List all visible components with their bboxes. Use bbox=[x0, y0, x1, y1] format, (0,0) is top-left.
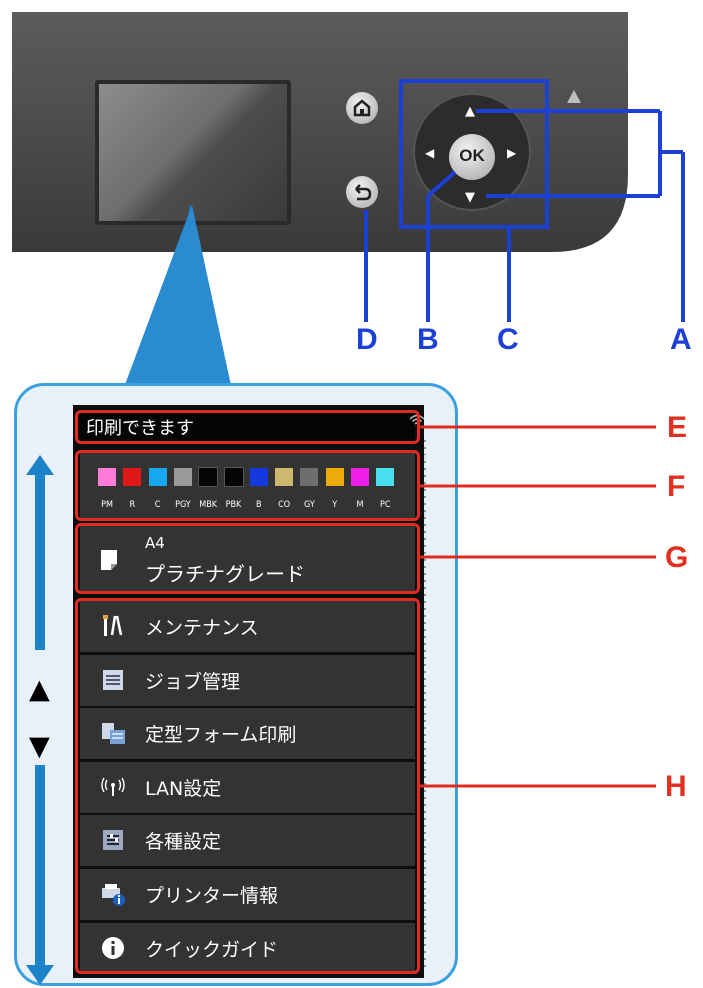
menu-item-4[interactable]: LAN設定 bbox=[80, 761, 415, 813]
ink-label: PGY bbox=[175, 500, 191, 510]
menu-item-2[interactable]: ジョブ管理 bbox=[80, 654, 415, 706]
ink-swatch-b bbox=[249, 468, 268, 486]
wifi-antenna-icon bbox=[100, 774, 126, 800]
panel-callout-lines bbox=[364, 79, 685, 322]
callout-g: G bbox=[665, 541, 689, 574]
menu-item-1[interactable]: メンテナンス bbox=[80, 601, 415, 652]
ink-swatch-co bbox=[275, 468, 294, 486]
ink-label: M bbox=[356, 500, 364, 510]
status-bar: 印刷できます bbox=[80, 410, 425, 443]
ok-button-label: OK bbox=[459, 146, 485, 165]
home-button[interactable] bbox=[346, 92, 378, 124]
settings-icon bbox=[100, 827, 126, 853]
ink-swatch-pbk bbox=[223, 467, 244, 487]
ink-swatch-r bbox=[123, 468, 142, 486]
callout-box-h bbox=[75, 598, 420, 974]
callout-a: A bbox=[670, 323, 692, 356]
callout-box-e bbox=[75, 410, 420, 444]
callout-d: D bbox=[356, 323, 378, 356]
scroll-up-arrow: ▲ bbox=[29, 674, 50, 705]
scroll-arrows bbox=[26, 455, 54, 985]
info-icon bbox=[100, 935, 126, 961]
callout-box-f bbox=[75, 450, 420, 521]
back-icon bbox=[355, 184, 372, 201]
ink-label: Y bbox=[332, 500, 338, 510]
printer-info-icon bbox=[100, 881, 126, 907]
callout-b: B bbox=[417, 323, 439, 356]
panel-triangle-mark bbox=[567, 90, 581, 103]
status-text: 印刷できます bbox=[86, 418, 194, 439]
menu-item-7[interactable]: クイックガイド bbox=[80, 922, 415, 974]
job-list-icon bbox=[100, 667, 126, 693]
ink-swatch-y bbox=[325, 468, 344, 486]
callout-c: C bbox=[497, 323, 519, 356]
menu-item-3[interactable]: 定型フォーム印刷 bbox=[80, 708, 415, 760]
dpad-right-button[interactable]: ▶ bbox=[507, 146, 517, 160]
menu-item-label: クイックガイド bbox=[145, 938, 279, 961]
paper-icon bbox=[101, 550, 117, 570]
menu-item-6[interactable]: プリンター情報 bbox=[80, 869, 415, 920]
dpad-down-button[interactable]: ▼ bbox=[465, 190, 475, 205]
menu-item-label: メンテナンス bbox=[145, 617, 259, 639]
menu-item-5[interactable]: 各種設定 bbox=[80, 815, 415, 867]
paper-type: プラチナグレード bbox=[145, 562, 305, 586]
ink-swatch-m bbox=[351, 468, 369, 486]
callout-h: H bbox=[665, 770, 687, 803]
callout-f: F bbox=[667, 470, 686, 503]
dpad-left-button[interactable]: ◀ bbox=[425, 146, 435, 160]
ink-label: B bbox=[256, 500, 262, 510]
ink-swatch-pm bbox=[98, 468, 116, 486]
ink-label: PM bbox=[101, 500, 113, 510]
ink-label: C bbox=[154, 500, 161, 510]
menu-item-label: プリンター情報 bbox=[145, 885, 279, 907]
callout-e: E bbox=[667, 411, 688, 444]
back-button[interactable] bbox=[346, 176, 378, 208]
ink-swatch-mbk bbox=[198, 467, 219, 487]
callout-box-g bbox=[75, 523, 420, 594]
ink-label: PC bbox=[380, 500, 391, 510]
menu-item-label: 各種設定 bbox=[145, 831, 222, 854]
ok-button[interactable]: OK bbox=[449, 134, 495, 180]
paper-settings[interactable]: A4 プラチナグレード bbox=[80, 526, 415, 592]
menu-item-label: LAN設定 bbox=[145, 777, 222, 800]
ink-swatch-pgy bbox=[173, 468, 192, 486]
scroll-down-arrow: ▼ bbox=[29, 731, 50, 762]
template-print-icon bbox=[100, 720, 126, 746]
ink-label: R bbox=[129, 500, 136, 510]
ink-label: MBK bbox=[199, 500, 218, 510]
menu-item-label: 定型フォーム印刷 bbox=[145, 724, 297, 747]
ink-label: CO bbox=[278, 500, 291, 510]
ink-swatch-c bbox=[148, 468, 167, 486]
ink-swatch-pc bbox=[376, 468, 395, 486]
ink-label: PBK bbox=[225, 500, 242, 510]
ink-swatch-gy bbox=[300, 468, 319, 486]
maintenance-icon bbox=[100, 613, 126, 639]
menu-item-label: ジョブ管理 bbox=[145, 670, 241, 693]
ink-label: GY bbox=[304, 500, 315, 510]
paper-size: A4 bbox=[145, 534, 165, 552]
dpad-up-button[interactable]: ▲ bbox=[465, 104, 475, 119]
home-icon bbox=[353, 99, 371, 117]
